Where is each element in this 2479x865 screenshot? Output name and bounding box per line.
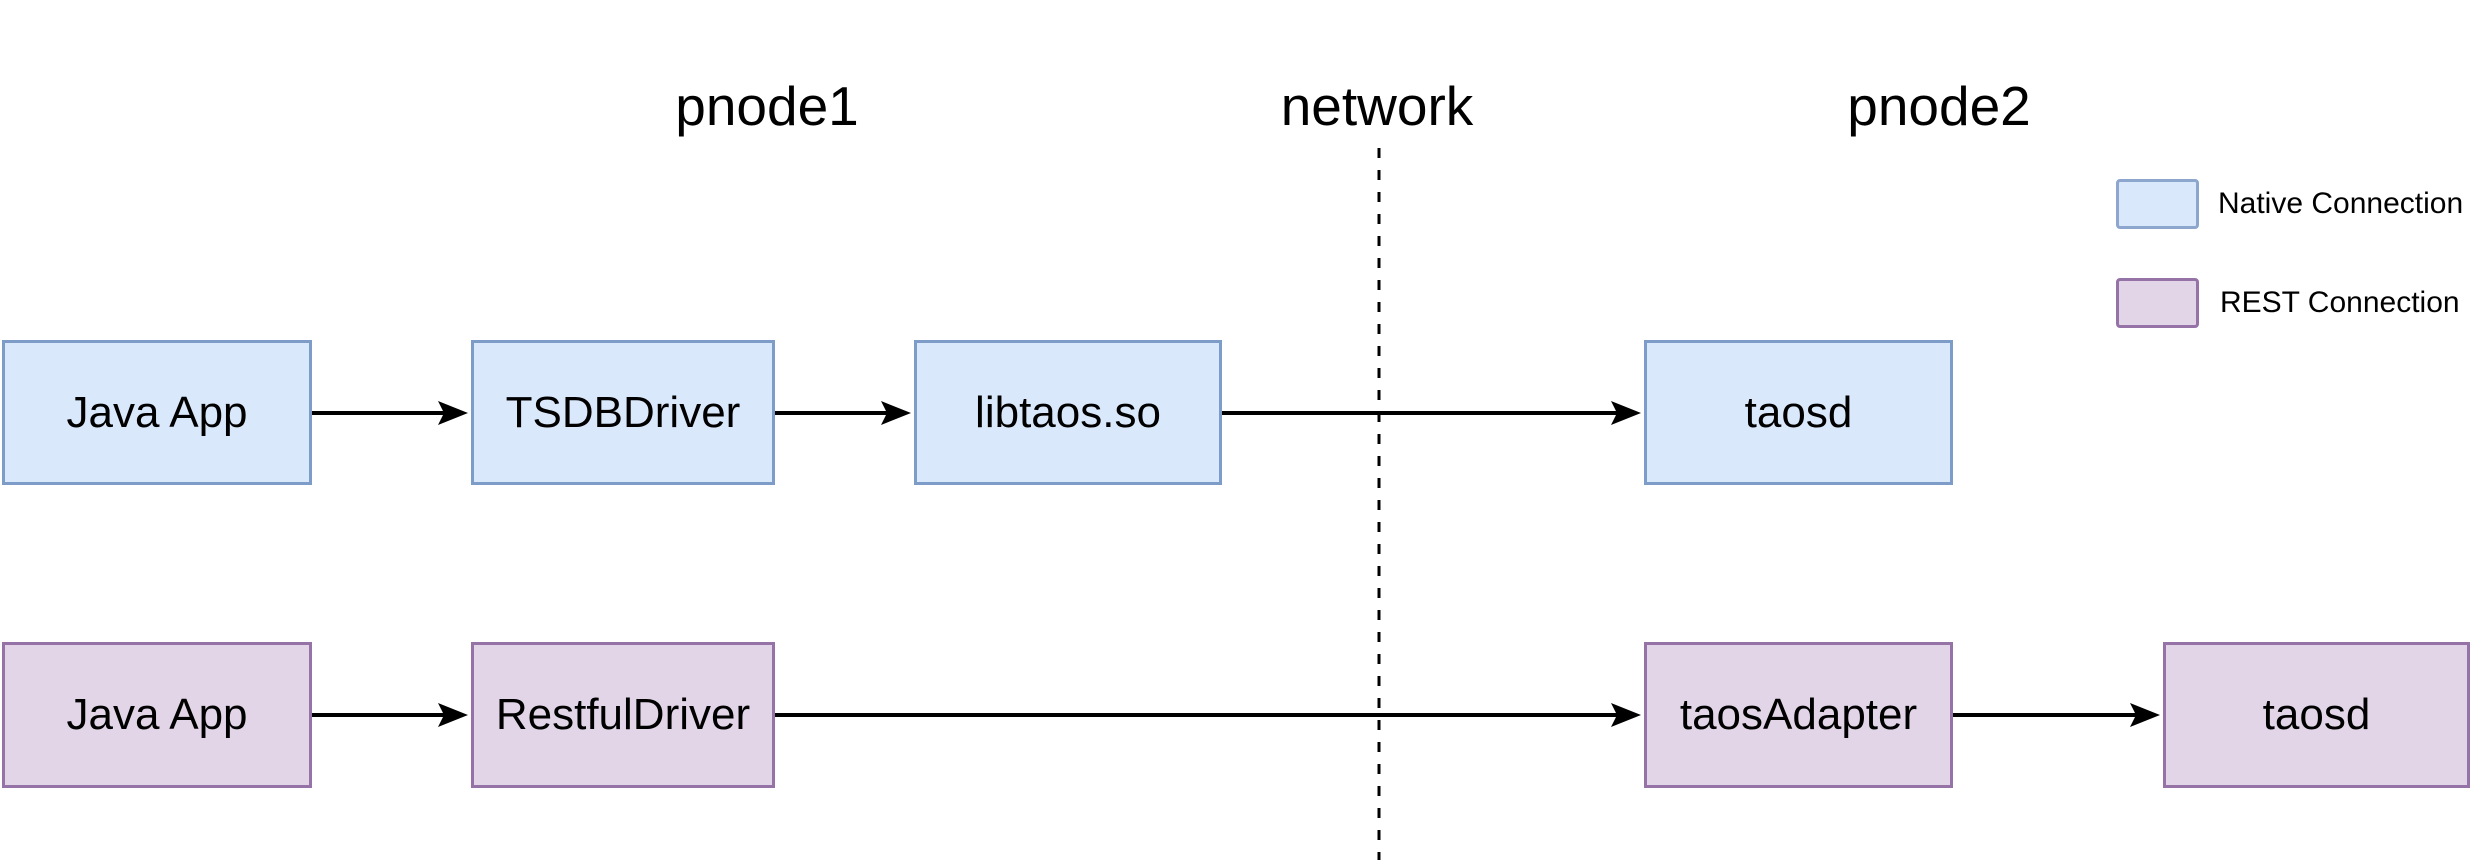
node-java-app-native: Java App [2,340,312,485]
legend-native-swatch [2116,179,2199,229]
node-tsdbdriver: TSDBDriver [471,340,775,485]
legend-rest-swatch [2116,278,2199,328]
pnode1-label: pnode1 [675,75,859,137]
legend-native-label: Native Connection [2218,187,2464,220]
network-label: network [1280,75,1474,137]
pnode2-label: pnode2 [1847,75,2031,137]
node-taosadapter: taosAdapter [1644,642,1953,788]
node-restfuldriver: RestfulDriver [471,642,775,788]
node-java-app-rest: Java App [2,642,312,788]
node-libtaos-so: libtaos.so [914,340,1222,485]
arrow-taosadapter-to-taosd [1953,703,2160,727]
node-taosd-rest: taosd [2163,642,2470,788]
arrow-javaapp-to-tsdbdriver [312,401,468,425]
arrow-libtaos-to-taosd [1222,401,1641,425]
arrow-restfuldriver-to-taosadapter [775,703,1641,727]
node-taosd-native: taosd [1644,340,1953,485]
legend-rest-label: REST Connection [2220,286,2460,319]
arrow-javaapp-to-restfuldriver [312,703,468,727]
arrow-tsdbdriver-to-libtaos [775,401,911,425]
